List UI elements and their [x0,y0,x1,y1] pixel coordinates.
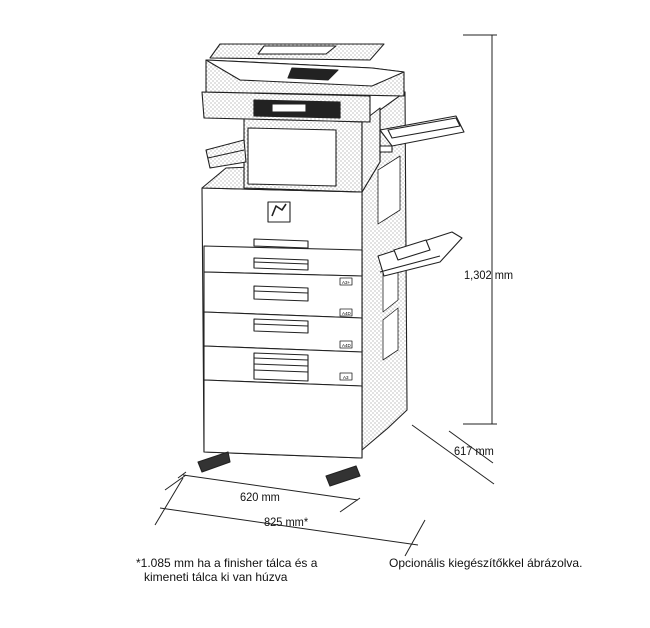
tray-label: A4D [342,343,352,348]
foot-left [197,451,231,473]
extended-width-dimension-label: 825 mm* [264,515,309,529]
tray-label: A4D [342,311,352,316]
illustration-note: Opcionális kiegészítőkkel ábrázolva. [389,556,583,570]
tray-label: A3+ [342,280,351,285]
footnote: *1.085 mm ha a finisher tálca és a kimen… [136,556,317,584]
foot-right [325,465,361,487]
height-dimension-label: 1,302 mm [464,268,514,282]
depth-dimension-label: 617 mm [454,444,494,458]
brand-logo-icon [267,201,291,223]
width-dimension-label: 620 mm [240,490,280,504]
copier-illustration [197,43,465,487]
footnote-line-1: *1.085 mm ha a finisher tálca és a [136,556,318,570]
bypass-tray [377,231,463,277]
tray-label: A3 [343,375,349,380]
footnote-line-2: kimeneti tálca ki van húzva [144,570,288,584]
dimension-lines [154,34,497,557]
